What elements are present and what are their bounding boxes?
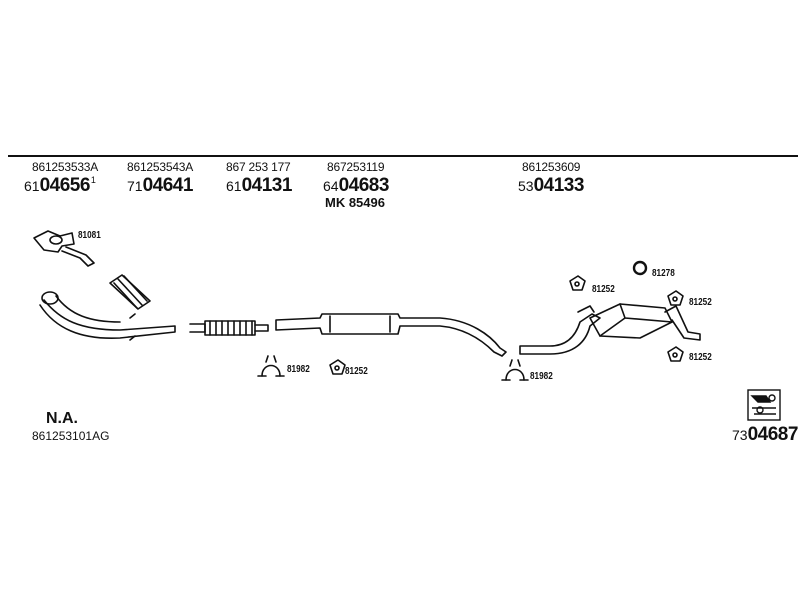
flange-gasket-icon <box>33 230 95 267</box>
label-clamp-right: 81982 <box>530 371 553 382</box>
rubber-ring-icon <box>632 260 648 276</box>
part-main: 04641 <box>142 175 194 196</box>
part-prefix: 71 <box>127 178 143 194</box>
part-number-3[interactable]: 6104131 <box>226 175 292 197</box>
part-number-4[interactable]: 6404683 <box>323 175 389 197</box>
flex-coupling-icon <box>189 320 269 336</box>
rear-silencer-icon <box>519 303 701 355</box>
label-clamp-left: 81982 <box>287 364 310 375</box>
part-suffix: 1 <box>90 175 96 185</box>
header-divider <box>8 155 798 157</box>
middle-silencer-icon <box>275 313 507 357</box>
pipe-clamp-icon <box>257 355 285 377</box>
part-prefix: 61 <box>24 178 40 194</box>
part-prefix: 64 <box>323 178 339 194</box>
part-main: 04656 <box>39 175 91 196</box>
label-bracket-r1: 81252 <box>592 284 615 295</box>
part-prefix: 73 <box>732 427 748 443</box>
bracket-icon <box>667 290 684 306</box>
bracket-icon <box>569 275 586 291</box>
bracket-icon <box>667 346 684 362</box>
oem-number-4: 867253119 <box>327 160 385 174</box>
part-main: 04687 <box>747 424 799 445</box>
label-bracket-r3: 81252 <box>689 352 712 363</box>
oem-number-5: 861253609 <box>522 160 581 174</box>
label-bracket-left: 81252 <box>345 366 368 377</box>
flex-pipe-icon <box>109 274 151 310</box>
part-number-2[interactable]: 7104641 <box>127 175 193 197</box>
bracket-icon <box>329 359 346 375</box>
part-prefix: 61 <box>226 178 242 194</box>
label-bracket-r2: 81252 <box>689 297 712 308</box>
part-number-1[interactable]: 61046561 <box>24 175 96 197</box>
na-label: N.A. <box>46 410 78 427</box>
oem-number-3: 867 253 177 <box>226 160 291 174</box>
part-main: 04683 <box>338 175 390 196</box>
oem-number-2: 861253543A <box>127 160 194 174</box>
label-ring: 81278 <box>652 268 675 279</box>
part-number-5[interactable]: 5304133 <box>518 175 584 197</box>
part-main: 04131 <box>241 175 293 196</box>
pipe-clamp-icon <box>501 359 529 381</box>
label-gasket: 81081 <box>78 230 101 241</box>
assembly-ref-number: 861253101AG <box>32 429 110 443</box>
oem-number-1: 861253533A <box>32 160 99 174</box>
part-main: 04133 <box>533 175 585 196</box>
kit-package-icon <box>747 389 781 421</box>
part-prefix: 53 <box>518 178 534 194</box>
alt-part-number[interactable]: MK 85496 <box>325 195 385 210</box>
front-pipe-icon <box>39 291 176 341</box>
kit-part-number[interactable]: 7304687 <box>732 424 798 446</box>
